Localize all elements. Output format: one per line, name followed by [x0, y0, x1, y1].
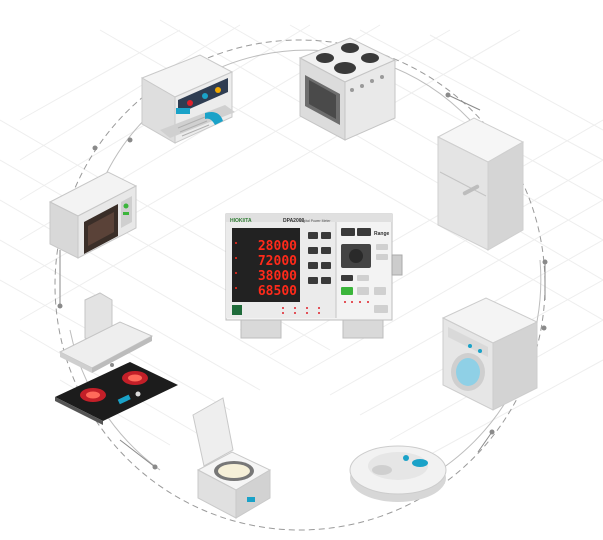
rice-cooker-icon	[192, 397, 272, 519]
range-hood-icon	[58, 292, 154, 373]
power-meter-device: HIOKI/TA DPA2000 Digital Power Meter 280…	[225, 213, 403, 339]
meter-reading-3: 38000	[258, 269, 297, 284]
meter-reading-4: 68500	[258, 284, 297, 299]
meter-reading-2: 72000	[258, 254, 297, 269]
meter-brand: HIOKI/TA	[230, 218, 252, 224]
ring-leaders	[59, 94, 546, 468]
meter-display: 28000 72000 38000 68500	[258, 239, 297, 299]
meter-model: DPA2000	[283, 218, 305, 224]
induction-cooktop-icon	[55, 362, 178, 425]
meter-reading-1: 28000	[258, 239, 297, 254]
power-switch-icon	[232, 305, 242, 315]
washing-machine-icon	[441, 297, 539, 411]
refrigerator-icon	[436, 117, 525, 251]
electric-stove-icon	[298, 37, 397, 141]
meter-control-panel: Range	[341, 228, 390, 313]
meter-keypad	[308, 232, 331, 284]
microwave-oven-icon	[48, 171, 138, 259]
meter-model-subtitle: Digital Power Meter	[300, 219, 331, 223]
coffee-machine-icon	[140, 54, 235, 144]
robot-vacuum-icon	[349, 445, 447, 502]
meter-range-label: Range	[374, 231, 390, 237]
